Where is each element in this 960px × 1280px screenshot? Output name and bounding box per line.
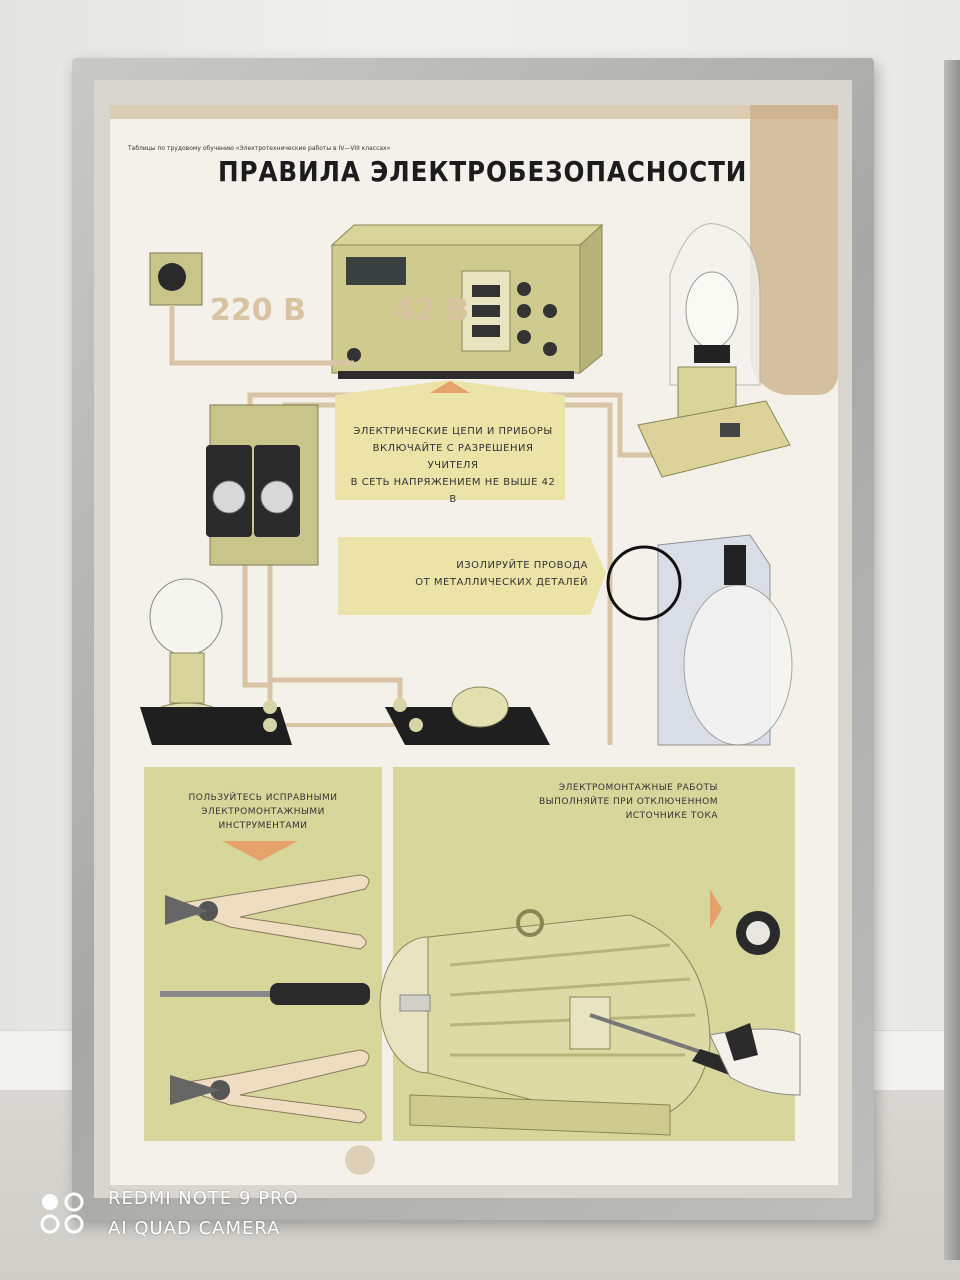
note-circuits-line2: ВКЛЮЧАЙТЕ С РАЗРЕШЕНИЯ УЧИТЕЛЯ <box>372 443 534 471</box>
poster-header-small: Таблицы по трудовому обучению «Электроте… <box>128 145 391 152</box>
poster: Таблицы по трудовому обучению «Электроте… <box>110 105 838 1185</box>
tools-text-line3: ИНСТРУМЕНТАМИ <box>218 821 308 831</box>
poster-title: ПРАВИЛА ЭЛЕКТРОБЕЗОПАСНОСТИ <box>218 155 748 188</box>
adjacent-frame-edge <box>944 60 960 1260</box>
paper-stain-top <box>110 105 838 119</box>
screwdriver-icon <box>160 991 270 997</box>
watermark-sub: AI QUAD CAMERA <box>108 1218 281 1239</box>
note-insulate-line1: ИЗОЛИРУЙТЕ ПРОВОДА <box>456 560 588 571</box>
light-bulb-icon <box>149 578 223 656</box>
tools-motor-illustration <box>160 841 801 1136</box>
lamp-stand <box>637 400 791 478</box>
socket-knob <box>158 263 186 291</box>
tools-text-line1: ПОЛЬЗУЙТЕСЬ ИСПРАВНЫМИ <box>188 793 338 803</box>
plug-icon <box>725 1023 758 1061</box>
lamp-base-board <box>140 707 292 745</box>
motor-text-line2: ВЫПОЛНЯЙТЕ ПРИ ОТКЛЮЧЕННОМ <box>538 797 718 807</box>
circuit-illustration <box>140 223 793 746</box>
motor-text-line1: ЭЛЕКТРОМОНТАЖНЫЕ РАБОТЫ <box>558 783 718 793</box>
hand-icon <box>709 1028 801 1096</box>
cutters-icon <box>168 874 370 950</box>
paper-stain <box>750 105 838 395</box>
arrow-down-icon <box>222 841 298 861</box>
note-insulate-line2: ОТ МЕТАЛЛИЧЕСКИХ ДЕТАЛЕЙ <box>415 577 588 588</box>
note-circuits-line3: В СЕТЬ НАПРЯЖЕНИЕМ НЕ ВЫШЕ 42 В <box>350 477 556 505</box>
motor-text-line3: ИСТОЧНИКЕ ТОКА <box>625 811 718 821</box>
supply-label-plate <box>346 257 406 285</box>
pliers-icon <box>169 1049 370 1124</box>
note-circuits-line1: ЭЛЕКТРИЧЕСКИЕ ЦЕПИ И ПРИБОРЫ <box>353 426 553 437</box>
arrow-right-icon <box>710 889 722 929</box>
highlight-circle <box>606 545 682 621</box>
note-insulate: ИЗОЛИРУЙТЕ ПРОВОДА ОТ МЕТАЛЛИЧЕСКИХ ДЕТА… <box>358 557 588 591</box>
tools-text-line2: ЭЛЕКТРОМОНТАЖНЫМИ <box>201 807 325 817</box>
motor-panel-text: ЭЛЕКТРОМОНТАЖНЫЕ РАБОТЫ ВЫПОЛНЯЙТЕ ПРИ О… <box>508 781 718 823</box>
voltage-low-label: 42 В <box>394 293 470 328</box>
rotary-switch <box>451 686 509 728</box>
paper-stain-bottom <box>345 1145 375 1175</box>
lamp-glass <box>683 584 793 746</box>
watermark-brand: REDMI NOTE 9 PRO <box>108 1188 299 1209</box>
tools-panel-text: ПОЛЬЗУЙТЕСЬ ИСПРАВНЫМИ ЭЛЕКТРОМОНТАЖНЫМИ… <box>158 791 368 833</box>
voltage-mains-label: 220 В <box>210 293 306 328</box>
camera-watermark-icon <box>40 1192 84 1234</box>
switch-base-board <box>385 707 550 745</box>
note-circuits: ЭЛЕКТРИЧЕСКИЕ ЦЕПИ И ПРИБОРЫ ВКЛЮЧАЙТЕ С… <box>348 423 558 508</box>
